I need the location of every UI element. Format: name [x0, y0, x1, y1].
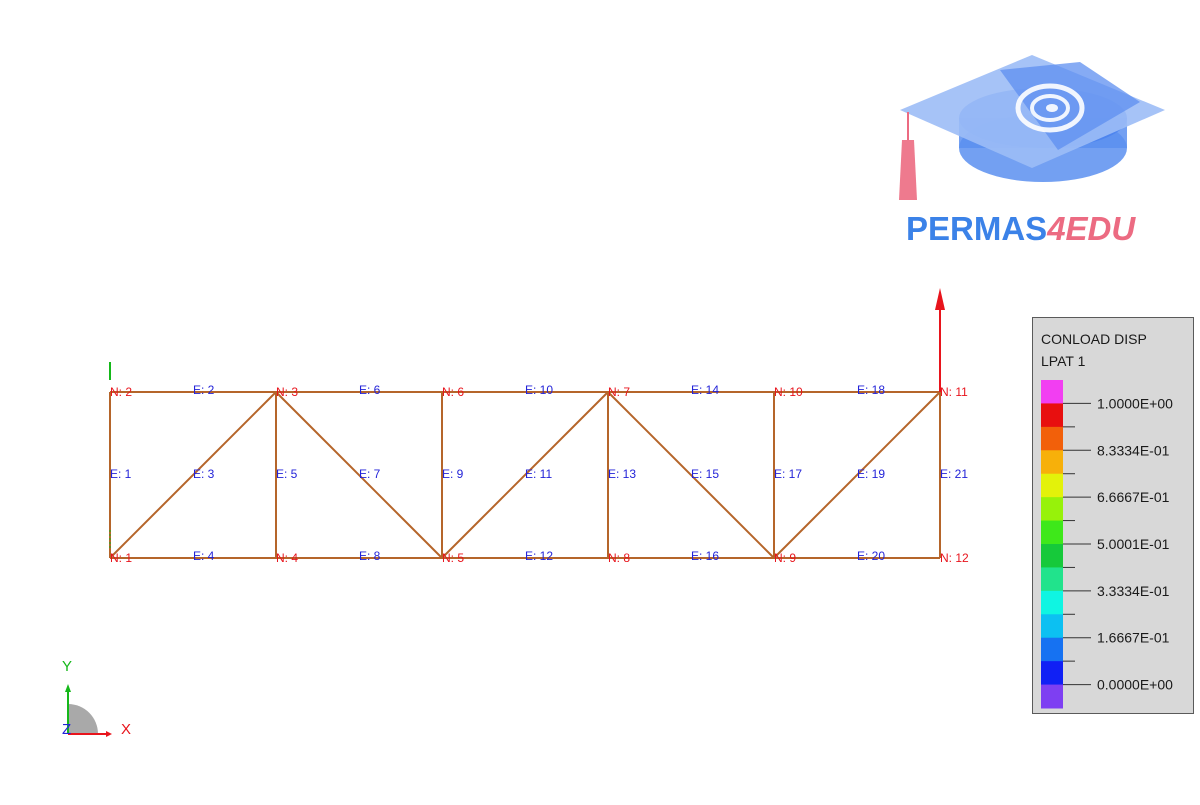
- node-label[interactable]: N: 7: [608, 385, 630, 399]
- truss-member[interactable]: [607, 391, 775, 559]
- cap-tassel: [899, 140, 917, 200]
- element-label[interactable]: E: 10: [525, 383, 553, 397]
- element-label[interactable]: E: 1: [110, 467, 132, 481]
- legend-value-label: 8.3334E-01: [1097, 442, 1170, 458]
- element-label[interactable]: E: 9: [442, 467, 464, 481]
- element-label[interactable]: E: 3: [193, 467, 215, 481]
- truss-member[interactable]: [275, 391, 443, 559]
- truss-member[interactable]: [773, 391, 941, 559]
- node-label[interactable]: N: 6: [442, 385, 464, 399]
- z-axis-label: Z: [62, 721, 71, 738]
- element-label[interactable]: E: 8: [359, 549, 381, 563]
- legend-color-band: [1041, 450, 1063, 475]
- element-label[interactable]: E: 18: [857, 383, 885, 397]
- node-label[interactable]: N: 12: [940, 551, 969, 565]
- permas4edu-logo: [880, 40, 1180, 260]
- legend-color-band: [1041, 497, 1063, 522]
- legend-value-label: 6.6667E-01: [1097, 489, 1170, 505]
- element-label[interactable]: E: 16: [691, 549, 719, 563]
- element-label[interactable]: E: 7: [359, 467, 381, 481]
- legend-title: CONLOAD DISP LPAT 1: [1041, 328, 1147, 372]
- legend-color-band: [1041, 661, 1063, 686]
- legend-color-band: [1041, 426, 1063, 451]
- node-label[interactable]: N: 5: [442, 551, 464, 565]
- load-arrow-head: [935, 288, 945, 310]
- element-label[interactable]: E: 6: [359, 383, 381, 397]
- element-label[interactable]: E: 20: [857, 549, 885, 563]
- logo-wordmark: PERMAS4EDU: [906, 210, 1135, 248]
- legend-title-result: CONLOAD DISP: [1041, 331, 1147, 347]
- truss-member[interactable]: [109, 391, 277, 559]
- logo-text-main: PERMAS: [906, 210, 1048, 247]
- legend-color-band: [1041, 403, 1063, 428]
- legend-color-band: [1041, 544, 1063, 568]
- legend-color-band: [1041, 473, 1063, 498]
- legend-color-band: [1041, 684, 1063, 709]
- logo-text-accent: 4EDU: [1047, 210, 1136, 247]
- node-label[interactable]: N: 1: [110, 551, 132, 565]
- element-label[interactable]: E: 4: [193, 549, 215, 563]
- legend-color-band: [1041, 380, 1063, 404]
- element-label[interactable]: E: 19: [857, 467, 885, 481]
- x-axis-label: X: [121, 721, 131, 738]
- legend-color-band: [1041, 567, 1063, 592]
- axis-triad: Y X Z: [62, 658, 131, 738]
- node-label[interactable]: N: 3: [276, 385, 298, 399]
- node-label[interactable]: N: 10: [774, 385, 803, 399]
- legend-value-label: 5.0001E-01: [1097, 536, 1170, 552]
- element-label[interactable]: E: 11: [525, 467, 552, 481]
- node-label[interactable]: N: 2: [110, 385, 132, 399]
- legend-color-band: [1041, 520, 1063, 545]
- legend-color-band: [1041, 590, 1063, 615]
- node-label[interactable]: N: 8: [608, 551, 630, 565]
- element-label[interactable]: E: 13: [608, 467, 636, 481]
- legend-title-loadcase: LPAT 1: [1041, 353, 1086, 369]
- y-axis-label: Y: [62, 658, 72, 675]
- legend-value-label: 3.3334E-01: [1097, 583, 1170, 599]
- legend-value-label: 0.0000E+00: [1097, 677, 1173, 693]
- truss-member[interactable]: [441, 391, 609, 559]
- legend-value-label: 1.6667E-01: [1097, 630, 1170, 646]
- element-label[interactable]: E: 2: [193, 383, 215, 397]
- element-label[interactable]: E: 17: [774, 467, 802, 481]
- element-label[interactable]: E: 14: [691, 383, 719, 397]
- element-label[interactable]: E: 5: [276, 467, 298, 481]
- element-label[interactable]: E: 12: [525, 549, 553, 563]
- element-label[interactable]: E: 21: [940, 467, 968, 481]
- legend-color-band: [1041, 614, 1063, 639]
- element-label[interactable]: E: 15: [691, 467, 719, 481]
- node-label[interactable]: N: 4: [276, 551, 298, 565]
- color-legend: 1.0000E+00 8.3334E-01 6.6667E-01 5.0001E-01…: [1032, 317, 1194, 714]
- x-axis-arrowhead: [106, 731, 112, 737]
- legend-value-label: 1.0000E+00: [1097, 395, 1173, 411]
- legend-colorbar: 1.0000E+00 8.3334E-01 6.6667E-01 5.0001E-01…: [1041, 380, 1173, 709]
- node-label[interactable]: N: 11: [940, 385, 968, 399]
- y-axis-arrowhead: [65, 684, 71, 692]
- node-label[interactable]: N: 9: [774, 551, 796, 565]
- legend-color-band: [1041, 637, 1063, 662]
- triad-origin-shape: [68, 704, 98, 734]
